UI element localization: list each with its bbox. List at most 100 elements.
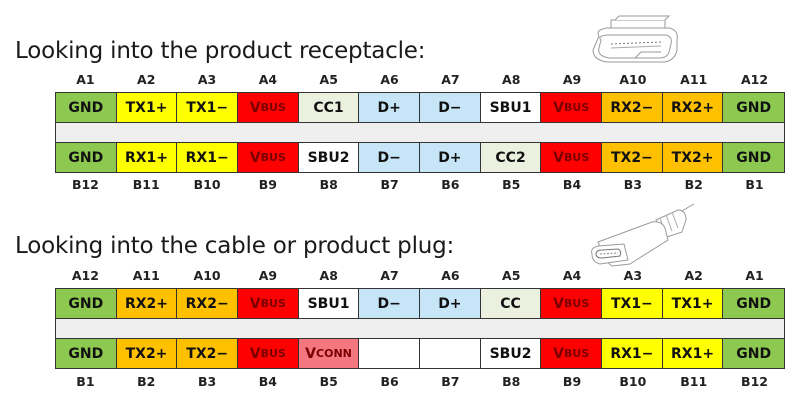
- pin-cell: RX1−: [177, 143, 239, 172]
- tongue-gap: [56, 318, 784, 339]
- pin-label: B4: [562, 177, 582, 192]
- pin-cell: RX1+: [662, 339, 724, 368]
- pin-label: A8: [502, 72, 521, 87]
- pin-label: A8: [319, 268, 338, 283]
- pin-label: B2: [684, 177, 703, 192]
- pin-label: A9: [562, 72, 582, 87]
- pin-label: A4: [562, 268, 582, 283]
- tongue-gap: [56, 122, 784, 143]
- pin-cell: GND: [56, 93, 117, 122]
- pin-cell: D−: [420, 93, 481, 122]
- pin-cell: D+: [359, 93, 421, 122]
- pin-label: A11: [132, 268, 160, 283]
- pin-label: A2: [137, 72, 156, 87]
- pin-label: A11: [680, 72, 708, 87]
- pin-label: A2: [684, 268, 703, 283]
- pin-label: A10: [619, 72, 647, 87]
- pin-cell: TX2+: [116, 339, 178, 368]
- pin-label: B6: [380, 374, 399, 389]
- pin-cell: TX1−: [177, 93, 239, 122]
- usb-c-plug-icon: [591, 203, 695, 267]
- pin-cell: TX1+: [662, 289, 724, 318]
- plug-bottom-pin-labels: B1 B2 B3 B4 B5 B6 B7 B8 B9 B10 B11 B12: [55, 374, 785, 389]
- pin-cell: RX1−: [602, 339, 663, 368]
- pin-label: A6: [380, 72, 399, 87]
- plug-top-pin-labels: A12 A11 A10 A9 A8 A7 A6 A5 A4 A3 A2 A1: [55, 268, 785, 283]
- pin-label: B12: [71, 177, 99, 192]
- pin-cell: RX2+: [116, 289, 178, 318]
- pin-label: A5: [319, 72, 338, 87]
- pin-label: B3: [623, 177, 642, 192]
- pin-cell: SBU2: [298, 143, 360, 172]
- pin-label: A1: [76, 72, 95, 87]
- pin-cell: D−: [359, 143, 421, 172]
- pin-cell: GND: [723, 339, 785, 368]
- pin-label: B8: [319, 177, 338, 192]
- pin-label: B9: [562, 374, 582, 389]
- pin-cell: D+: [420, 143, 481, 172]
- pin-cell: D−: [359, 289, 421, 318]
- pin-cell: TX2+: [662, 143, 724, 172]
- pin-cell: SBU2: [480, 339, 542, 368]
- pin-label: B7: [380, 177, 399, 192]
- receptacle-top-pin-labels: A1 A2 A3 A4 A5 A6 A7 A8 A9 A10 A11 A12: [55, 72, 785, 87]
- pin-label: B6: [441, 177, 460, 192]
- pin-cell: GND: [56, 143, 117, 172]
- pin-label: B1: [745, 177, 764, 192]
- pin-cell: CC: [480, 289, 542, 318]
- pin-label: B3: [197, 374, 217, 389]
- pin-label: A9: [258, 268, 278, 283]
- pin-label: A1: [745, 268, 764, 283]
- pin-cell: RX2−: [177, 289, 239, 318]
- pin-cell-empty: [359, 339, 421, 368]
- pin-label: A3: [623, 268, 643, 283]
- pin-label: B10: [619, 374, 647, 389]
- pin-cell: TX1−: [602, 289, 663, 318]
- pin-cell: RX1+: [116, 143, 178, 172]
- pin-label: B9: [258, 177, 278, 192]
- pin-label: B5: [502, 177, 521, 192]
- pin-label: B10: [193, 177, 221, 192]
- pin-label: A4: [258, 72, 278, 87]
- pin-label: B4: [258, 374, 278, 389]
- pin-label: A7: [380, 268, 399, 283]
- pin-label: A12: [740, 72, 769, 87]
- pin-label: B8: [502, 374, 521, 389]
- pin-cell: D+: [420, 289, 481, 318]
- pin-cell: GND: [723, 93, 785, 122]
- pin-label: A12: [71, 268, 99, 283]
- pin-cell-empty: [420, 339, 481, 368]
- pin-cell: TX1+: [116, 93, 178, 122]
- usb-c-receptacle-icon: [592, 15, 678, 63]
- pin-cell: RX2+: [662, 93, 724, 122]
- pin-label: B5: [319, 374, 338, 389]
- pin-cell: GND: [56, 339, 117, 368]
- pin-cell: TX2−: [602, 143, 663, 172]
- pin-label: B11: [680, 374, 708, 389]
- pin-cell: SBU1: [298, 289, 360, 318]
- receptacle-bottom-pin-labels: B12 B11 B10 B9 B8 B7 B6 B5 B4 B3 B2 B1: [55, 177, 785, 192]
- pin-cell: SBU1: [480, 93, 542, 122]
- pin-cell: GND: [56, 289, 117, 318]
- receptacle-title: Looking into the product receptacle:: [15, 38, 426, 64]
- pin-label: B7: [441, 374, 460, 389]
- pin-label: A10: [193, 268, 221, 283]
- pin-cell: GND: [723, 289, 785, 318]
- pin-label: B2: [137, 374, 156, 389]
- pin-label: A6: [441, 268, 460, 283]
- pin-label: A3: [197, 72, 217, 87]
